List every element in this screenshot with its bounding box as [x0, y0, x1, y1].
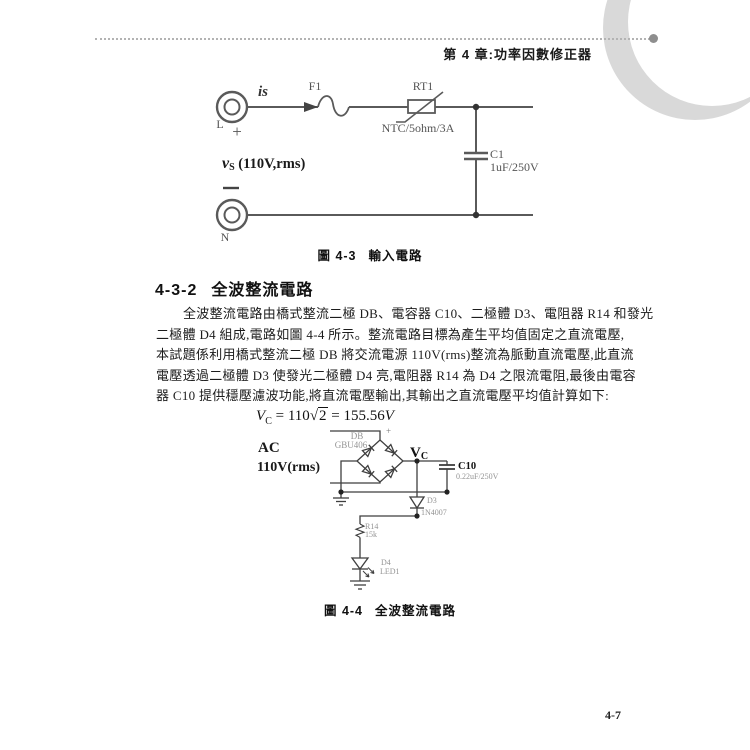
body-paragraph: 全波整流電路由橋式整流二極 DB、電容器 C10、二極體 D3、電阻器 R14 …: [156, 304, 654, 407]
vc-junction-dot: [414, 458, 420, 464]
formula-eq1: =: [275, 408, 285, 424]
cap-value: 1uF/250V: [490, 160, 539, 174]
paragraph-line: 本試題係利用橋式整流二極 DB 將交流電源 110V(rms)整流為脈動直流電壓…: [156, 347, 634, 362]
c10-ref-label: C10: [458, 461, 476, 472]
thermistor-diagonal: [396, 91, 444, 123]
source-voltage-label: vS (110V,rms): [222, 155, 305, 173]
rail-left-dot: [338, 489, 344, 495]
formula-lhs: V: [256, 408, 266, 424]
paragraph-line: 二極體 D4 組成,電路如圖 4-4 所示。整流電路目標為產生平均值固定之直流電…: [156, 326, 625, 342]
bridge-diode-1: [361, 444, 375, 458]
bridge-diode-2: [384, 443, 398, 457]
formula-lhs-sub: C: [265, 416, 272, 427]
wire-neg-to-ground: [340, 460, 357, 492]
bridge-diode-4: [384, 465, 398, 479]
formula-eq2: =: [331, 408, 340, 424]
terminal-n-outer: [215, 198, 249, 232]
r14-value-label: 15k: [365, 530, 377, 539]
formula-unit: V: [384, 408, 394, 424]
d3-ref-label: D3: [427, 496, 437, 505]
figure2-caption-title: 全波整流電路: [375, 604, 457, 618]
formula-radicand: 2: [318, 407, 328, 424]
circuit2-wires: [330, 430, 455, 590]
wire-to-r14: [359, 515, 417, 524]
wire-ac-top: [330, 430, 381, 440]
d3-triangle: [408, 496, 426, 510]
radical-sign: √: [309, 408, 319, 424]
junction-dot-bottom: [472, 211, 480, 219]
vc-formula: VC = 110√2 = 155.56V: [180, 407, 470, 427]
vc-node-label: VC: [410, 445, 428, 462]
wire-ac-bottom: [330, 482, 381, 484]
figure1-caption: 圖 4-3 輸入電路: [180, 245, 560, 264]
c10-value-label: 0.22uF/250V: [456, 472, 499, 481]
section-title: 全波整流電路: [211, 282, 314, 299]
d3-out-dot: [414, 513, 420, 519]
section-heading: 4-3-2 全波整流電路: [155, 276, 313, 300]
rectifier-circuit-figure: AC 110V(rms) DB GBU406 + VC C10 0.22uF/2…: [257, 426, 499, 590]
d4-ref-label: D4: [381, 558, 391, 567]
ac-voltage-label: 110V(rms): [257, 460, 320, 475]
d4-triangle: [350, 557, 370, 571]
d4-part-label: LED1: [380, 567, 400, 576]
circuit1-wires: [215, 90, 533, 232]
terminal-n-inner: [223, 206, 241, 224]
figure2-caption-label: 圖 4-4: [323, 604, 364, 618]
bridge-plus-mark: +: [386, 426, 391, 436]
header-end-dot: [649, 34, 658, 43]
d3-part-label: 1N4007: [421, 508, 447, 517]
paragraph-line: 器 C10 提供穩壓濾波功能,將直流電壓輸出,其輸出之直流電壓平均值計算如下:: [156, 388, 609, 403]
rail-right-dot: [444, 489, 450, 495]
bridge-diode-3: [361, 464, 375, 478]
fuse-symbol: [317, 95, 350, 117]
header-dotted-rule: [95, 38, 650, 40]
bridge-ref-label: DB: [351, 431, 364, 441]
paragraph-line: 電壓透過二極體 D3 使發光二極體 D4 亮,電阻器 R14 為 D4 之限流電…: [156, 367, 636, 383]
paragraph-line: 全波整流電路由橋式整流二極 DB、電容器 C10、二極體 D3、電阻器 R14 …: [183, 306, 654, 321]
formula-coef: 110: [287, 408, 310, 424]
page-number: 4-7: [605, 708, 621, 722]
chapter-header: 第 4 章:功率因數修正器: [443, 47, 592, 62]
r14-ref-label: R14: [365, 522, 378, 531]
formula-result: 155.56: [343, 408, 385, 424]
figure2-caption: 圖 4-4 全波整流電路: [250, 600, 530, 619]
fuse-label: F1: [309, 79, 322, 93]
led-emission-arrows-icon: [362, 567, 375, 578]
ac-label: AC: [258, 440, 280, 456]
terminal-l-inner: [223, 98, 241, 116]
thermistor-label: RT1: [413, 79, 434, 93]
terminal-n-label: N: [221, 230, 230, 244]
figure1-caption-label: 圖 4-3: [317, 249, 357, 263]
current-arrow-icon: [304, 102, 318, 112]
terminal-l-label: L: [216, 117, 223, 131]
section-number: 4-3-2: [155, 282, 198, 299]
plus-mark: +: [232, 122, 242, 141]
junction-dot-top: [472, 103, 480, 111]
cap-label: C1: [490, 147, 504, 161]
input-circuit-figure: is F1 RT1 NTC/5ohm/3A L + N C1 1uF/250V …: [215, 79, 539, 244]
current-label: is: [258, 84, 268, 100]
bridge-part-label: GBU406: [335, 440, 368, 450]
figure1-caption-title: 輸入電路: [368, 249, 423, 263]
thermistor-value: NTC/5ohm/3A: [382, 121, 455, 135]
r14-zigzag: [354, 523, 366, 538]
